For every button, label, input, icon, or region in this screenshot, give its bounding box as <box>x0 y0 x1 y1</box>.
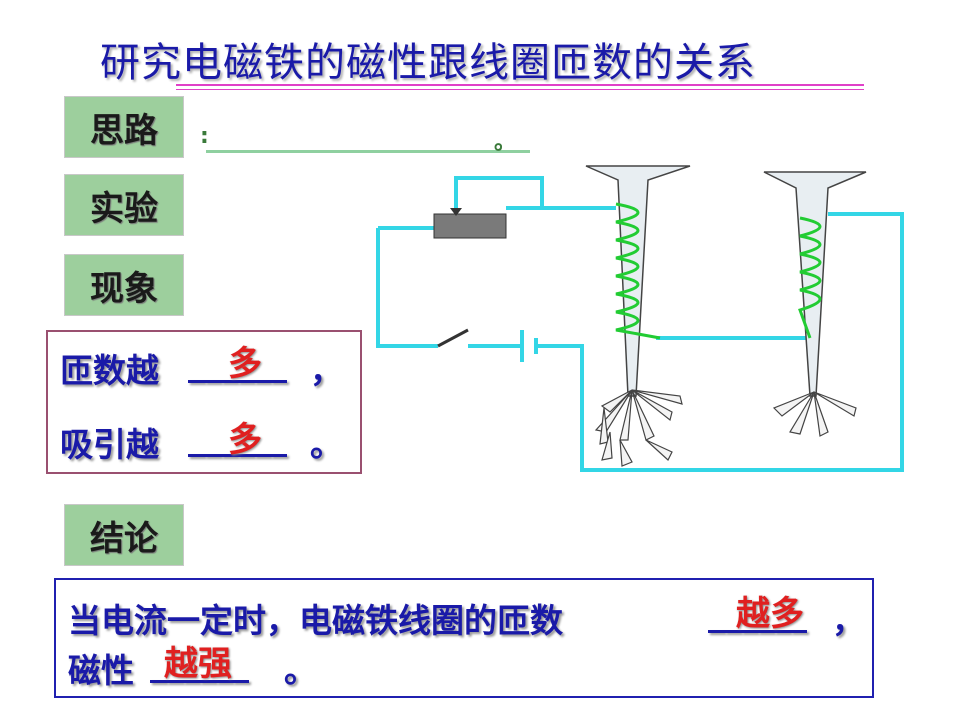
label-thinking: 思路 <box>64 96 184 158</box>
pins-cluster-right <box>772 391 857 437</box>
label-experiment: 实验 <box>64 174 184 236</box>
thinking-period: 。 <box>494 130 517 155</box>
label-conclusion: 结论 <box>64 504 184 566</box>
phenomenon-line1-prefix: 匝数越 <box>60 351 159 390</box>
phenomenon-line1-blank: ______ <box>188 344 287 383</box>
phenomenon-line2-suffix: 。 <box>310 425 343 464</box>
page-title: 研究电磁铁的磁性跟线圈匝数的关系 <box>100 40 756 86</box>
conclusion-line1-prefix: 当电流一定时，电磁铁线圈的匝数 <box>68 601 563 640</box>
phenomenon-answer-2: 多 <box>228 420 262 460</box>
circuit-diagram <box>376 165 904 472</box>
conclusion-line1-suffix: ， <box>832 601 865 640</box>
switch-icon <box>437 328 469 348</box>
phenomenon-line1-suffix: ， <box>310 351 343 390</box>
label-phenomenon: 现象 <box>64 254 184 316</box>
conclusion-line1-blank: ______ <box>708 594 807 633</box>
conclusion-line2-suffix: 。 <box>284 651 317 690</box>
conclusion-box: 当电流一定时，电磁铁线圈的匝数 ______ ， 越多 磁性 ______ 。 … <box>54 578 874 698</box>
conclusion-line2-prefix: 磁性 <box>68 651 134 690</box>
coil-right <box>798 216 822 339</box>
phenomenon-box: 匝数越 ______ ， 多 吸引越 ______ 。 多 <box>46 330 362 474</box>
phenomenon-answer-1: 多 <box>228 344 262 384</box>
conclusion-answer-2: 越强 <box>164 644 232 684</box>
thinking-blank-line <box>206 150 530 153</box>
rheostat-icon <box>433 213 507 239</box>
iron-core-left <box>585 165 691 397</box>
rheostat-slider-icon <box>450 208 462 216</box>
pins-cluster-left <box>594 389 683 467</box>
phenomenon-line2-blank: ______ <box>188 418 287 457</box>
conclusion-line2-blank: ______ <box>150 644 249 683</box>
conclusion-answer-1: 越多 <box>736 594 804 634</box>
coil-left <box>615 202 661 340</box>
title-underline-2 <box>176 89 864 90</box>
phenomenon-line2-prefix: 吸引越 <box>60 425 159 464</box>
thinking-colon: : <box>200 124 209 149</box>
circuit-wires <box>376 176 904 472</box>
title-underline <box>176 84 864 86</box>
